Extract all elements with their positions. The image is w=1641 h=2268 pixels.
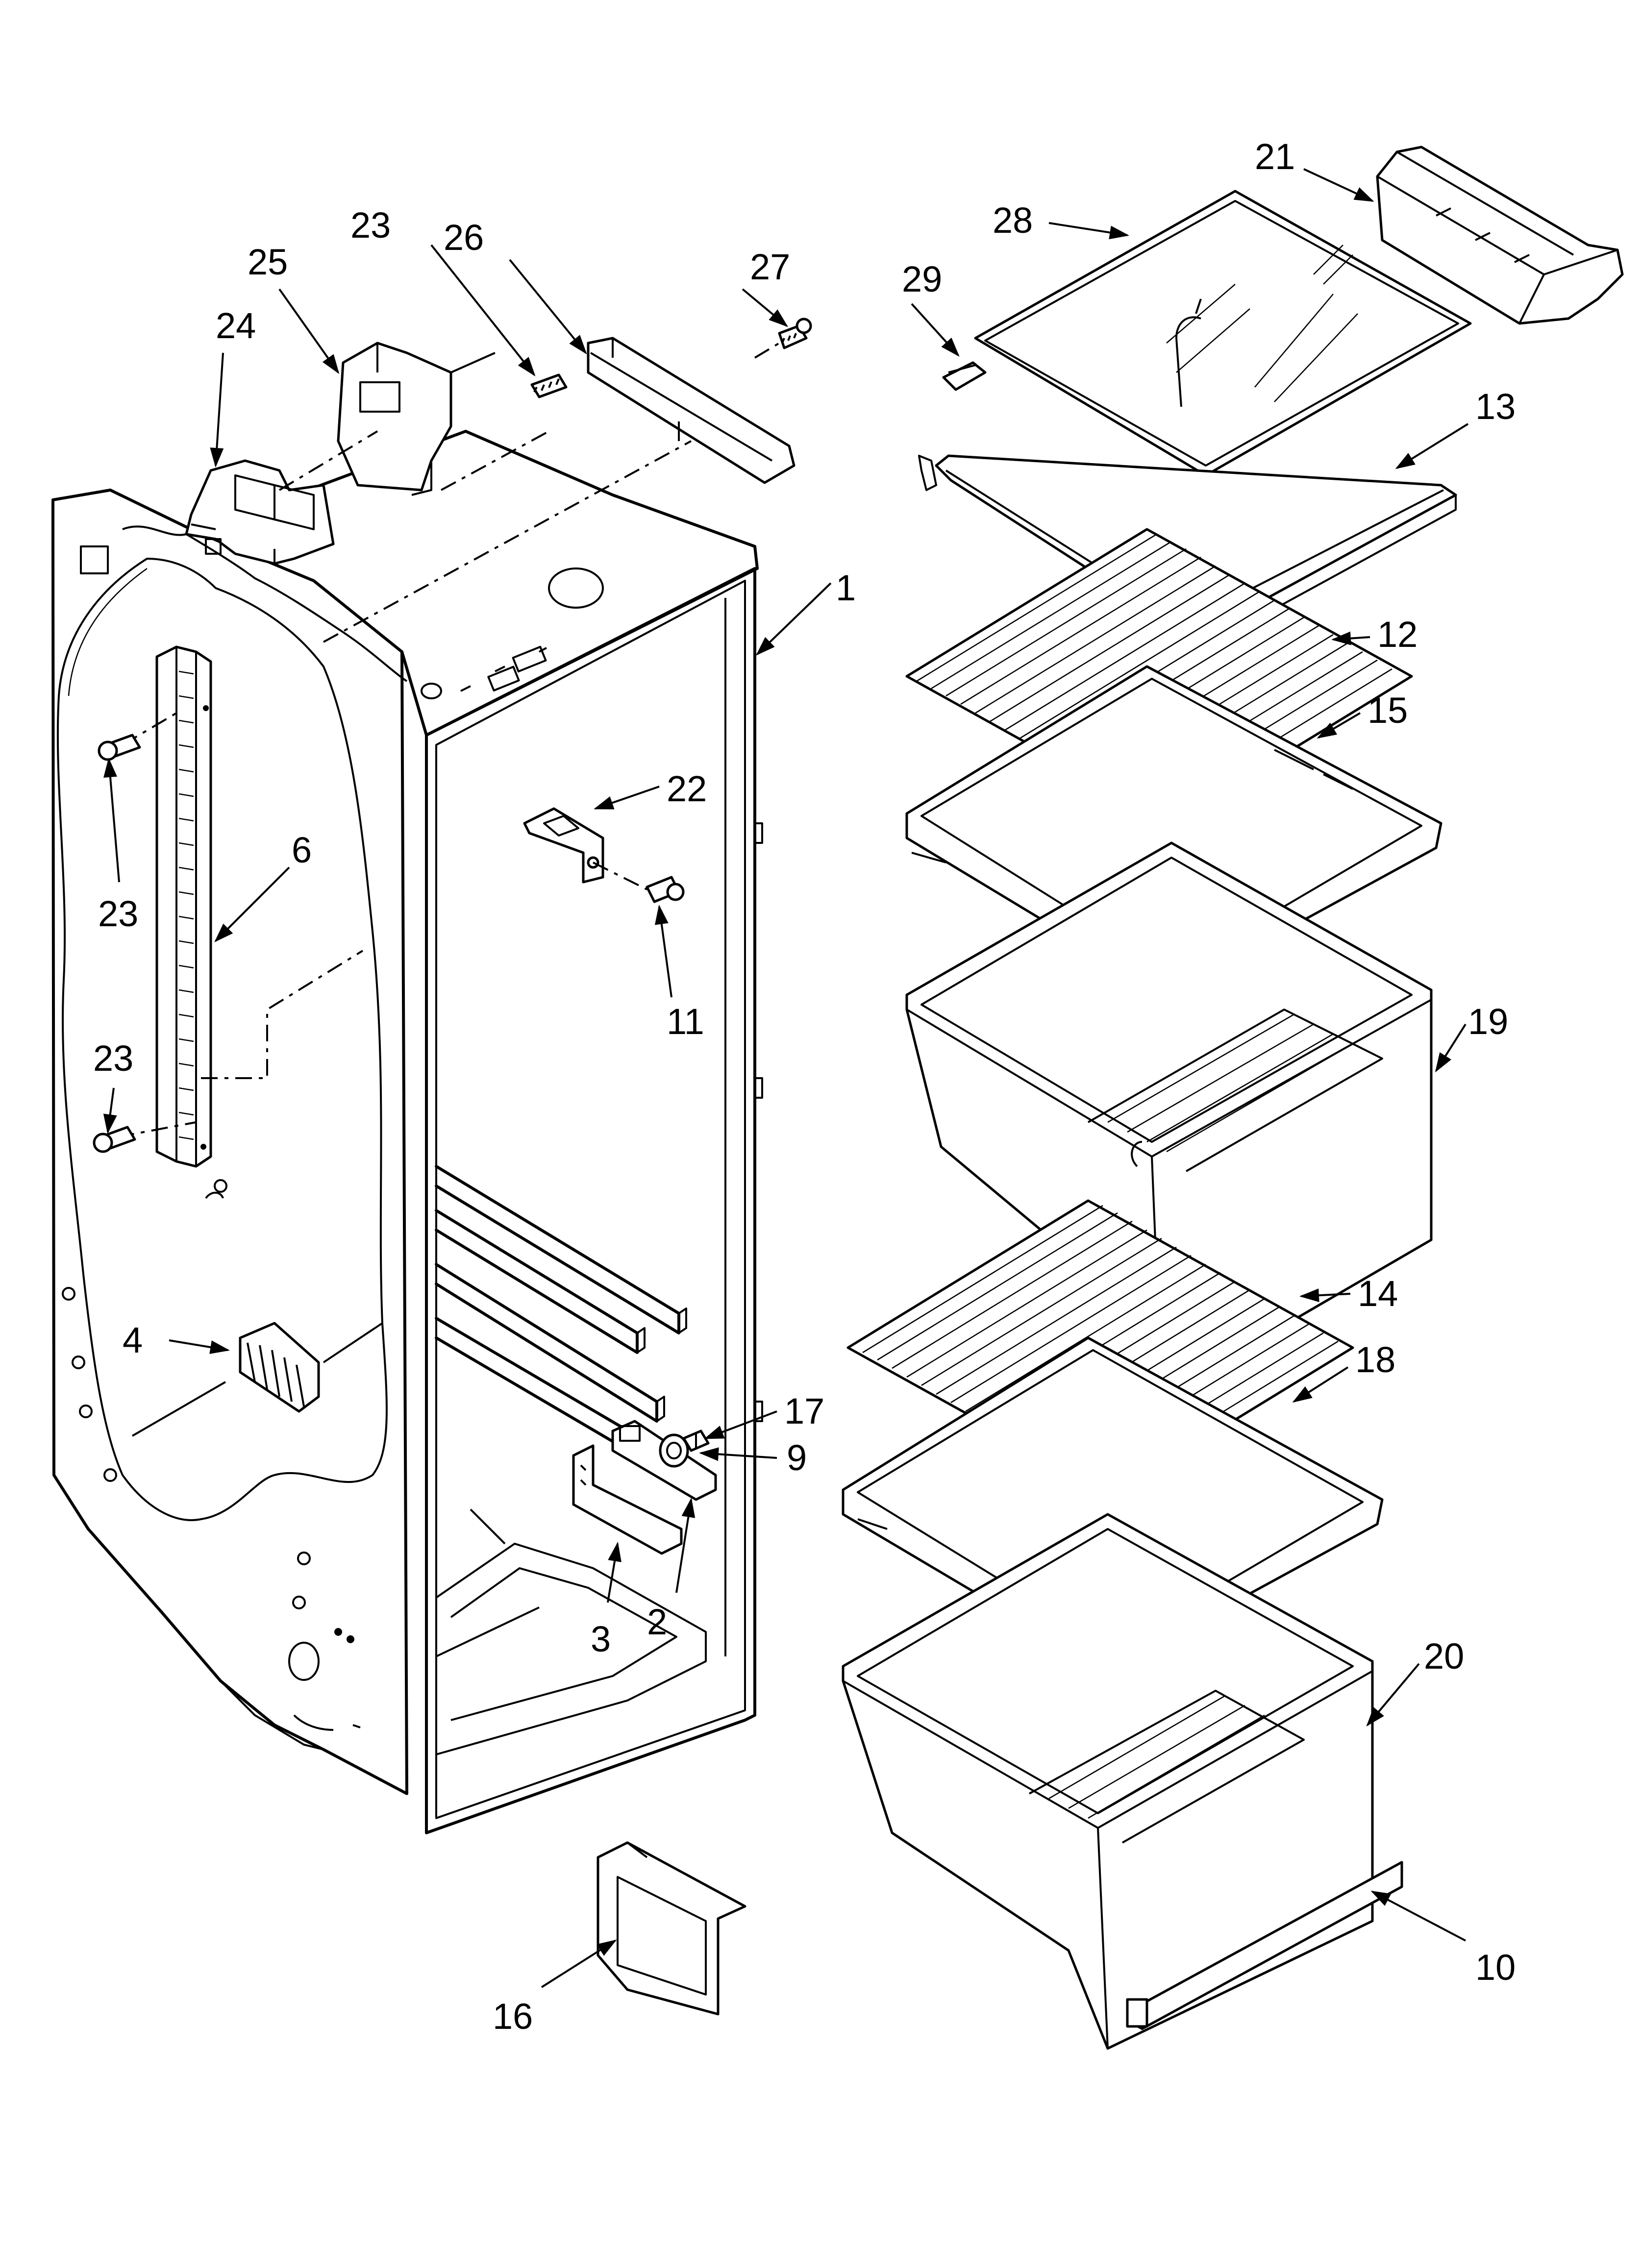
door-bin-21 [1376, 146, 1624, 325]
rail-3 [572, 1444, 683, 1555]
label-16: 16 [493, 1996, 533, 2037]
label-26: 26 [444, 217, 484, 258]
label-18: 18 [1355, 1339, 1395, 1380]
leader-lines [103, 168, 1469, 1988]
cabinet-liner [51, 430, 763, 1834]
screw-left-lower [93, 1126, 136, 1153]
screw-top [530, 373, 568, 398]
label-6: 6 [292, 830, 312, 870]
label-15: 15 [1368, 690, 1408, 731]
screw-27 [754, 318, 812, 359]
light-shield [278, 342, 549, 496]
label-23-left-lower: 23 [93, 1038, 133, 1079]
label-20: 20 [1424, 1636, 1464, 1676]
shelf-frame-13 [918, 454, 1457, 653]
label-10: 10 [1475, 1947, 1516, 1988]
crisper-drawer-20 [842, 1513, 1374, 2050]
label-19: 19 [1468, 1001, 1508, 1042]
grommet-9 [659, 1433, 689, 1468]
label-3: 3 [591, 1619, 611, 1659]
shelf-ladder [117, 645, 364, 1168]
ladder-slots [178, 670, 194, 1140]
shelf-end-29 [942, 361, 987, 391]
label-13: 13 [1475, 386, 1516, 427]
pan-16 [597, 1841, 746, 2016]
label-23-top: 23 [350, 205, 391, 246]
label-1: 1 [836, 567, 856, 608]
label-28: 28 [993, 200, 1033, 241]
screw-left-upper [98, 734, 141, 761]
light-trim [587, 337, 796, 484]
label-25: 25 [248, 242, 288, 282]
label-14: 14 [1358, 1273, 1398, 1314]
callout-labels: 1 2 3 4 6 9 10 11 12 13 14 15 16 17 18 1… [93, 136, 1516, 2037]
label-27: 27 [750, 247, 790, 287]
label-11: 11 [667, 1001, 704, 1042]
label-12: 12 [1377, 614, 1417, 655]
label-21: 21 [1255, 136, 1295, 177]
drawer-trim-10 [1126, 1861, 1403, 2030]
label-9: 9 [787, 1437, 807, 1478]
air-vent [131, 1322, 383, 1437]
bracket-22 [523, 807, 604, 884]
label-24: 24 [216, 305, 256, 346]
label-29: 29 [902, 259, 942, 299]
light-housing [185, 459, 335, 565]
label-2: 2 [647, 1602, 667, 1642]
glass-shelf-28 [974, 190, 1472, 477]
screw-11 [593, 862, 685, 903]
label-22: 22 [667, 768, 707, 809]
label-23-left-upper: 23 [98, 893, 138, 934]
label-4: 4 [123, 1320, 143, 1360]
label-17: 17 [784, 1391, 824, 1431]
cap-17 [682, 1430, 710, 1452]
